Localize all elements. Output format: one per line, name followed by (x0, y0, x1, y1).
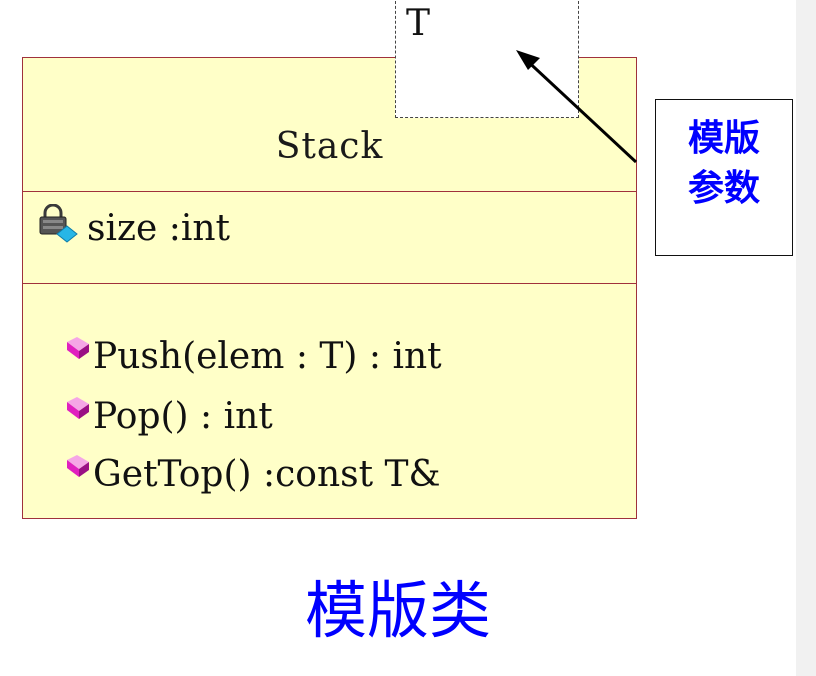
operation-row: GetTop() :const T& (63, 452, 441, 497)
template-parameter-callout: 模版 参数 (655, 99, 793, 256)
operation-text: Push(elem : T) : int (93, 336, 442, 377)
attributes-compartment: size :int (23, 192, 636, 284)
uml-class-box: Stack size :int (22, 57, 637, 519)
operation-text: Pop() : int (93, 396, 273, 437)
operation-row: Push(elem : T) : int (63, 334, 442, 379)
private-attribute-lock-icon (37, 203, 87, 253)
callout-line-2: 参数 (687, 168, 760, 209)
slide-side-strip (796, 0, 816, 676)
attribute-text: size :int (87, 208, 230, 249)
template-parameter-label: T (406, 3, 431, 44)
class-name-compartment: Stack (23, 58, 636, 192)
class-name: Stack (275, 126, 384, 167)
operation-diamond-icon (63, 452, 93, 497)
operation-diamond-icon (63, 394, 93, 439)
figure-caption: 模版类 (304, 574, 491, 647)
operation-diamond-icon (63, 334, 93, 379)
attribute-row: size :int (37, 203, 230, 253)
callout-line-1: 模版 (687, 118, 760, 159)
operation-text: GetTop() :const T& (93, 454, 441, 495)
operation-row: Pop() : int (63, 394, 273, 439)
template-parameter-box: T (395, 0, 579, 118)
